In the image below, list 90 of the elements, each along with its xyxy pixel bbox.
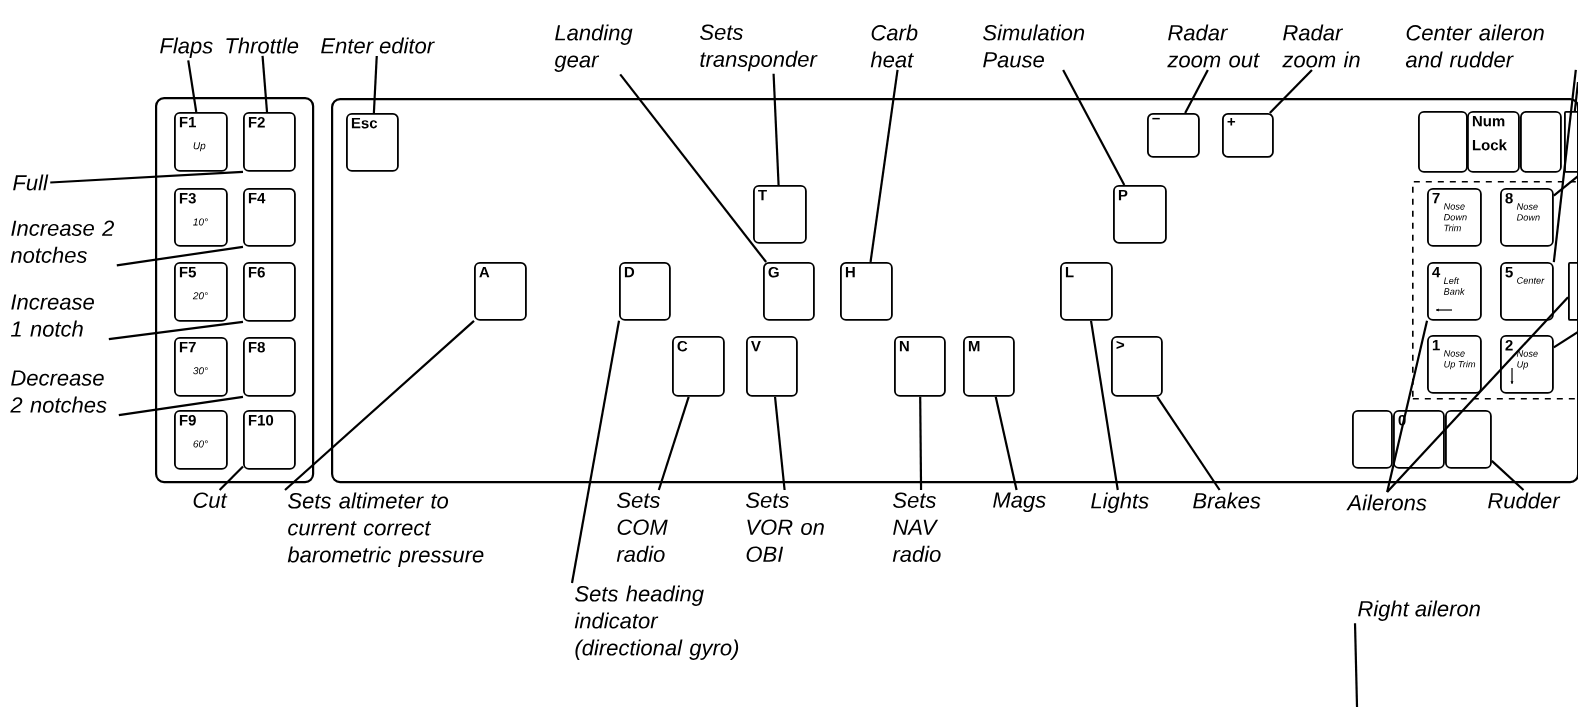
key: + — [1222, 113, 1274, 158]
callout-text: Radar zoom in — [1282, 24, 1360, 68]
callout-text: Lights — [1091, 492, 1149, 513]
callout-text: Landing gear — [554, 24, 633, 72]
key: H — [840, 262, 893, 321]
key: – — [1147, 113, 1200, 158]
key: N — [894, 336, 946, 397]
key: 7 Nose Down Trim — [1427, 188, 1482, 247]
key: M — [963, 336, 1015, 397]
key: Esc — [346, 113, 399, 172]
keyboard-panel — [331, 98, 1578, 484]
key: 8 Nose Down — [1500, 188, 1554, 247]
callout-text: Increase 1 notch — [10, 294, 94, 337]
leader-line — [619, 73, 767, 263]
callout-text: Enter editor — [321, 37, 435, 54]
callout-text: Cut — [193, 492, 228, 508]
key: 5 Center — [1500, 262, 1554, 321]
key: F5 20° — [174, 262, 228, 322]
callout-text: Simulation Pause — [983, 24, 1085, 68]
leader-line — [1353, 623, 1359, 707]
callout-text: Ailerons — [1346, 494, 1427, 511]
key: F7 30° — [174, 337, 228, 397]
key: D — [619, 262, 671, 321]
callout-text: Radar zoom out — [1167, 24, 1260, 68]
leader-line — [1089, 320, 1119, 491]
leader-line — [50, 170, 244, 184]
leader-line — [261, 55, 269, 113]
callout-text: Full — [13, 174, 49, 191]
key — [1352, 410, 1393, 469]
leader-line — [869, 69, 899, 263]
callout-text: Sets NAV radio — [892, 492, 941, 562]
key: 1 Nose Up Trim — [1427, 335, 1482, 394]
callout-text: Increase 2 notches — [10, 220, 114, 263]
callout-text: Right aileron — [1358, 600, 1480, 621]
leader-line — [919, 396, 923, 491]
key — [1445, 410, 1492, 469]
callout-text: Throttle — [226, 37, 299, 54]
key: F10 — [243, 410, 296, 470]
leader-line — [1156, 396, 1221, 491]
key: A — [474, 262, 527, 321]
key: F9 60° — [174, 410, 228, 470]
callout-text: Decrease 2 notches — [10, 370, 107, 413]
leader-line — [1386, 296, 1569, 493]
leader-line — [218, 465, 244, 491]
key: 2 Nose Up — [1500, 335, 1554, 394]
key: F6 — [243, 262, 296, 322]
leader-line — [994, 396, 1018, 491]
keyboard-panel — [155, 97, 315, 484]
callout-text: Mags — [993, 492, 1046, 513]
callout-text: Brakes — [1193, 492, 1261, 509]
key — [1520, 111, 1562, 173]
leader-line — [1553, 331, 1578, 349]
leader-line — [1386, 320, 1429, 493]
key: P — [1113, 185, 1167, 244]
callout-text: Flaps — [160, 37, 213, 58]
key: T — [753, 185, 807, 244]
key: 4 Left Bank — [1427, 262, 1482, 321]
leader-line — [1184, 69, 1209, 114]
key: G — [763, 262, 815, 321]
leader-line — [372, 55, 378, 114]
key: V — [746, 336, 798, 397]
callout-text: Sets VOR on OBI — [746, 492, 824, 562]
leader-line — [284, 320, 475, 491]
callout-text: Center aileron and rudder — [1405, 24, 1544, 68]
key — [1418, 111, 1468, 173]
leader-line — [1553, 175, 1578, 197]
callout-text: Sets heading indicator (directional gyro) — [574, 585, 739, 660]
key — [1568, 262, 1578, 321]
key: F2 — [243, 112, 296, 172]
callout-text: Sets altimeter to current correct barometric pressure — [287, 492, 484, 567]
leader-line — [187, 60, 198, 113]
leader-line — [772, 73, 780, 186]
leader-line — [1062, 69, 1126, 186]
leader-line — [773, 396, 786, 491]
key: F4 — [243, 188, 296, 247]
key: Num Lock — [1467, 111, 1520, 173]
callout-text: Sets COM radio — [616, 492, 668, 562]
leader-line — [1269, 69, 1313, 114]
callout-text: Sets transponder — [700, 24, 818, 72]
key: F3 10° — [174, 188, 228, 247]
leader-line — [657, 396, 690, 491]
leader-line — [570, 320, 621, 584]
leader-line — [1491, 460, 1525, 491]
key: F8 — [243, 337, 296, 397]
key: C — [672, 336, 725, 397]
callout-text: Carb heat — [870, 24, 918, 68]
key: > — [1111, 336, 1163, 397]
key: F1 Up — [174, 112, 228, 172]
key: L — [1060, 262, 1113, 321]
callout-text: Rudder — [1488, 492, 1561, 509]
